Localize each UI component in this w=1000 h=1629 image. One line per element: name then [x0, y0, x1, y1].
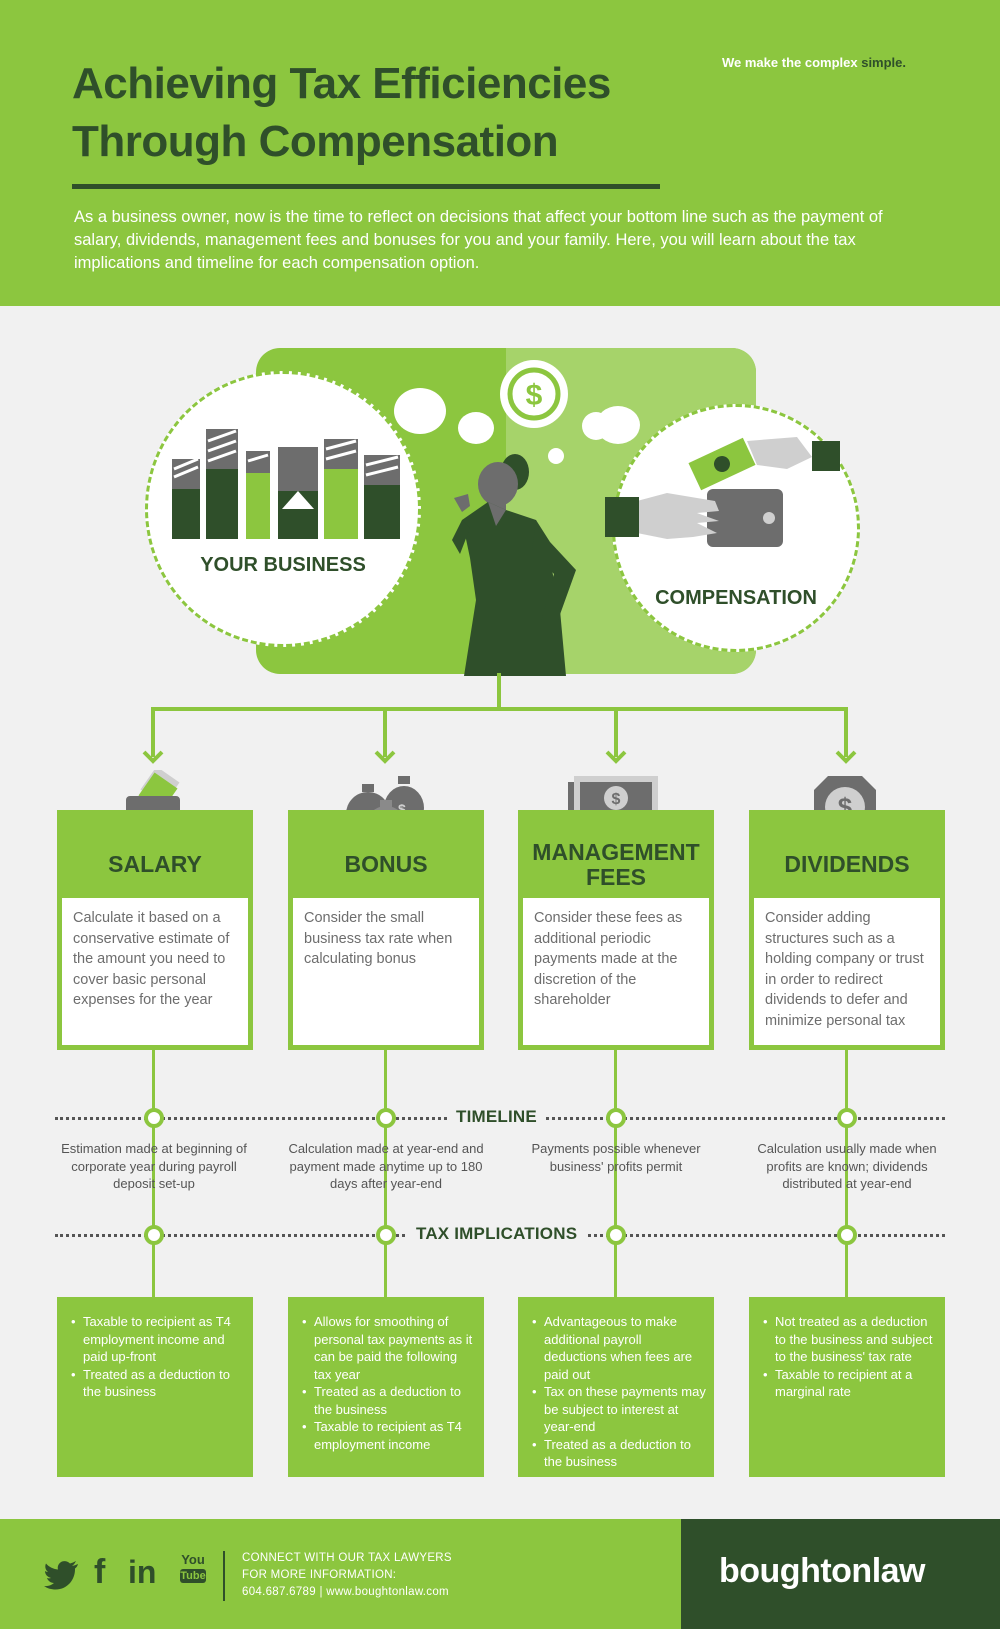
tax-box-fees: Advantageous to make additional payroll … — [518, 1297, 714, 1477]
page-title: Achieving Tax Efficiencies Through Compe… — [72, 55, 692, 171]
tax-box-bonus: Allows for smoothing of personal tax pay… — [288, 1297, 484, 1477]
dividends-card: DIVIDENDS Consider adding structures suc… — [749, 810, 945, 1050]
management-fees-title-line-2: FEES — [585, 864, 647, 890]
timeline-salary: Estimation made at beginning of corporat… — [61, 1141, 247, 1191]
management-fees-title-line-1: MANAGEMENT — [532, 839, 700, 865]
compensation-label: COMPENSATION — [655, 587, 817, 609]
timeline-node-salary — [144, 1108, 164, 1128]
tax-dividends-item: Not treated as a deduction to the busine… — [761, 1313, 937, 1366]
stem-fees — [614, 1050, 617, 1300]
bonus-title: BONUS — [344, 851, 428, 877]
svg-text:$: $ — [398, 801, 406, 817]
connector-fees — [614, 707, 618, 757]
tax-node-dividends — [837, 1225, 857, 1245]
tax-fees-item: Tax on these payments may be subject to … — [530, 1383, 706, 1436]
connect-line-2: FOR MORE INFORMATION: — [242, 1569, 397, 1581]
thought-bubble-small — [548, 448, 564, 464]
stem-dividends — [845, 1050, 848, 1300]
tax-salary-item: Treated as a deduction to the business — [69, 1366, 245, 1401]
tax-bonus-item: Treated as a deduction to the business — [300, 1383, 476, 1418]
timeline-bonus: Calculation made at year-end and payment… — [288, 1141, 484, 1191]
youtube-tube: Tube — [180, 1569, 206, 1583]
thought-bubble-left — [394, 388, 446, 434]
buildings-icon — [172, 429, 400, 539]
stem-salary — [152, 1050, 155, 1300]
dividends-description: Consider adding structures such as a hol… — [754, 898, 940, 1045]
tax-node-bonus — [376, 1225, 396, 1245]
management-fees-card: MANAGEMENT FEES Consider these fees as a… — [518, 810, 714, 1050]
timeline-dividends: Calculation usually made when profits ar… — [757, 1141, 937, 1191]
title-line-1: Achieving Tax Efficiencies — [72, 59, 611, 108]
dollar-coin-icon: $ — [507, 367, 561, 421]
tax-fees-item: Treated as a deduction to the business — [530, 1436, 706, 1471]
contact-phone-website[interactable]: 604.687.6789 | www.boughtonlaw.com — [242, 1586, 449, 1598]
bonus-card: BONUS Consider the small business tax ra… — [288, 810, 484, 1050]
management-fees-title: MANAGEMENT FEES — [518, 840, 714, 890]
title-divider — [72, 184, 660, 189]
header-banner: Achieving Tax Efficiencies Through Compe… — [0, 0, 1000, 306]
timeline-label: TIMELINE — [448, 1107, 545, 1127]
payment-hands-icon — [605, 437, 840, 547]
tax-implications-label: TAX IMPLICATIONS — [408, 1224, 586, 1244]
connector-salary — [151, 707, 155, 757]
stem-bonus — [384, 1050, 387, 1300]
connect-line-1: CONNECT WITH OUR TAX LAWYERS — [242, 1552, 452, 1564]
svg-text:$: $ — [612, 791, 621, 808]
connector-trunk — [497, 673, 501, 711]
your-business-label: YOUR BUSINESS — [200, 554, 366, 576]
tagline: We make the complex simple. — [722, 55, 906, 70]
footer: f in You Tube CONNECT WITH OUR TAX LAWYE… — [0, 1519, 1000, 1629]
brand-block: boughtonlaw — [681, 1519, 1000, 1629]
footer-divider — [223, 1551, 225, 1601]
brand-logo[interactable]: boughtonlaw — [719, 1552, 926, 1590]
connector-bar — [151, 707, 848, 711]
tagline-prefix: We make the complex — [722, 55, 858, 70]
timeline-node-fees — [606, 1108, 626, 1128]
compensation-circle: COMPENSATION — [605, 404, 860, 652]
tax-node-salary — [144, 1225, 164, 1245]
youtube-you: You — [181, 1552, 205, 1567]
salary-title: SALARY — [108, 851, 202, 877]
tax-box-salary: Taxable to recipient as T4 employment in… — [57, 1297, 253, 1477]
salary-card: SALARY Calculate it based on a conservat… — [57, 810, 253, 1050]
linkedin-icon[interactable]: in — [128, 1554, 157, 1590]
thought-bubble-left-small — [458, 412, 494, 444]
management-fees-description: Consider these fees as additional period… — [523, 898, 709, 1045]
connector-dividends — [844, 707, 848, 757]
connect-info: CONNECT WITH OUR TAX LAWYERS FOR MORE IN… — [242, 1550, 452, 1601]
youtube-icon[interactable]: You Tube — [180, 1553, 206, 1583]
timeline-node-bonus — [376, 1108, 396, 1128]
timeline-fees: Payments possible whenever business' pro… — [531, 1141, 701, 1174]
svg-text:$: $ — [526, 379, 543, 412]
salary-description: Calculate it based on a conservative est… — [62, 898, 248, 1045]
intro-paragraph: As a business owner, now is the time to … — [74, 208, 883, 272]
facebook-icon[interactable]: f — [94, 1553, 106, 1591]
tax-box-dividends: Not treated as a deduction to the busine… — [749, 1297, 945, 1477]
tax-node-fees — [606, 1225, 626, 1245]
timeline-node-dividends — [837, 1108, 857, 1128]
tax-salary-item: Taxable to recipient as T4 employment in… — [69, 1313, 245, 1366]
thinking-woman-illustration — [452, 454, 576, 676]
title-line-2: Through Compensation — [72, 117, 559, 166]
tax-dividends-item: Taxable to recipient at a marginal rate — [761, 1366, 937, 1401]
tax-fees-item: Advantageous to make additional payroll … — [530, 1313, 706, 1383]
twitter-icon[interactable] — [44, 1559, 80, 1591]
dividends-title: DIVIDENDS — [784, 851, 910, 877]
arrow-icons — [142, 750, 857, 764]
connector-bonus — [383, 707, 387, 757]
tax-bonus-item: Allows for smoothing of personal tax pay… — [300, 1313, 476, 1383]
thought-bubble-right — [596, 406, 640, 444]
bonus-description: Consider the small business tax rate whe… — [293, 898, 479, 1045]
tax-bonus-item: Taxable to recipient as T4 employment in… — [300, 1418, 476, 1453]
your-business-circle: YOUR BUSINESS — [145, 371, 421, 647]
tagline-emphasis: simple. — [861, 55, 907, 70]
thought-bubble-dollar: $ — [500, 360, 568, 428]
